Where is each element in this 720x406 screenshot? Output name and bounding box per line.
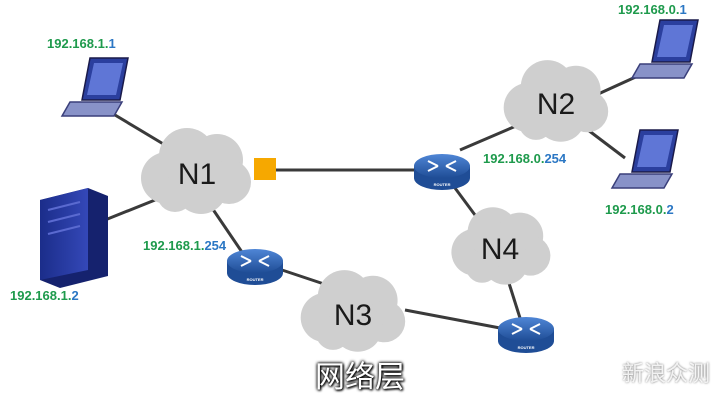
- laptop-n2-bottom-icon: [610, 129, 679, 189]
- cloud-label-n4: N4: [481, 233, 519, 266]
- ip-server-n1: 192.168.1.2: [10, 288, 79, 303]
- cloud-label-n2: N2: [537, 88, 575, 121]
- link-laptop-n1: [114, 113, 171, 150]
- link-n3-router-n3: [404, 308, 501, 330]
- cloud-label-n3: N3: [334, 299, 372, 332]
- ip-laptop-n1: 192.168.1.1: [47, 36, 116, 51]
- ip-laptop-n2-top: 192.168.0.1: [618, 2, 687, 17]
- router-n3-tag: ROUTER: [518, 345, 535, 350]
- server-icon: [40, 188, 108, 288]
- router-n3-icon: ROUTER: [498, 317, 554, 353]
- laptop-n1-icon: [60, 57, 129, 117]
- router-n2-icon: ROUTER: [414, 154, 470, 190]
- link-server-n1: [104, 196, 161, 222]
- router-n1-tag: ROUTER: [247, 277, 264, 282]
- router-n1-icon: ROUTER: [227, 249, 283, 285]
- watermark-logo: 新浪众测: [621, 362, 710, 387]
- link-n1-router-n1: [208, 204, 248, 259]
- subtitle-caption: 网络层: [315, 360, 405, 395]
- cloud-label-n1: N1: [178, 158, 216, 191]
- link-n2-laptop-bottom: [587, 128, 626, 160]
- interface-square: [254, 158, 276, 180]
- link-router-n2-n4: [453, 187, 477, 216]
- ip-laptop-n2-bottom: 192.168.0.2: [605, 202, 674, 217]
- ip-router-n1: 192.168.1.254: [143, 238, 227, 253]
- link-n4-router-n3: [506, 279, 522, 319]
- laptop-n2-top-icon: [630, 19, 699, 79]
- router-n2-tag: ROUTER: [434, 182, 451, 187]
- ip-router-n2: 192.168.0.254: [483, 151, 567, 166]
